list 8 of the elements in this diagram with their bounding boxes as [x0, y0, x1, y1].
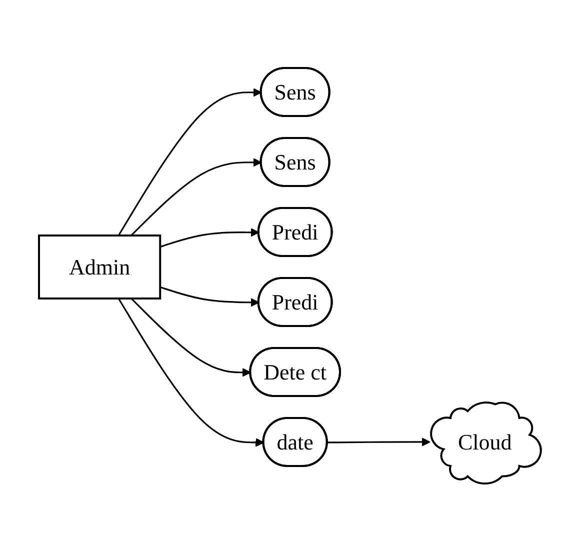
node-box: Admin — [38, 234, 161, 300]
arrow — [159, 286, 259, 307]
arrow — [159, 228, 259, 248]
arrow — [130, 158, 262, 236]
arrow — [130, 298, 251, 377]
arrow — [117, 298, 264, 447]
arrow — [326, 437, 430, 446]
arrow — [117, 88, 262, 236]
